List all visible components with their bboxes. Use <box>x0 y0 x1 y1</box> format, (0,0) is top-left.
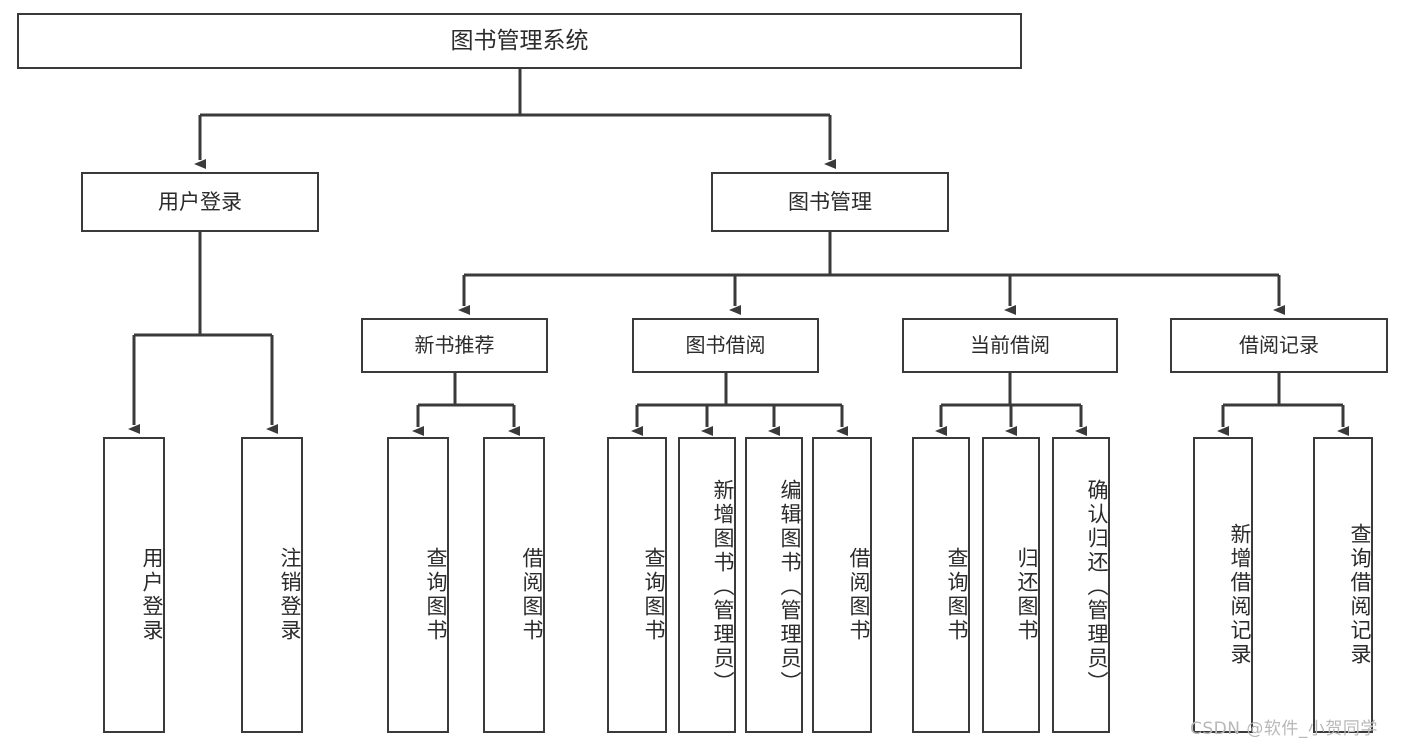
node-leaf-borrow-book-1[interactable]: 借阅图书 <box>483 437 545 733</box>
node-leaf-query-book-3-label: 查询图书 <box>945 547 969 643</box>
node-leaf-borrow-book-2[interactable]: 借阅图书 <box>812 437 872 733</box>
node-leaf-borrow-book-2-label: 借阅图书 <box>847 547 871 643</box>
node-borrow-record-label: 借阅记录 <box>1239 333 1319 357</box>
node-leaf-query-record[interactable]: 查询借阅记录 <box>1313 437 1373 733</box>
node-leaf-query-record-label: 查询借阅记录 <box>1348 523 1372 667</box>
node-new-book-recommend[interactable]: 新书推荐 <box>361 318 548 373</box>
node-root[interactable]: 图书管理系统 <box>17 13 1022 69</box>
node-current-borrow[interactable]: 当前借阅 <box>902 318 1118 373</box>
node-leaf-query-book-1-label: 查询图书 <box>424 547 448 643</box>
node-leaf-confirm-return[interactable]: 确认归还（管理员） <box>1052 437 1110 733</box>
node-leaf-borrow-book-1-label: 借阅图书 <box>520 547 544 643</box>
node-leaf-add-record-label: 新增借阅记录 <box>1228 523 1252 667</box>
node-leaf-user-logout-label: 注销登录 <box>278 547 302 643</box>
node-leaf-return-book[interactable]: 归还图书 <box>982 437 1040 733</box>
node-leaf-query-book-2-label: 查询图书 <box>642 547 666 643</box>
node-leaf-return-book-label: 归还图书 <box>1015 547 1039 643</box>
node-borrow-record[interactable]: 借阅记录 <box>1170 318 1388 373</box>
node-user-login-label: 用户登录 <box>158 189 242 214</box>
node-leaf-query-book-3[interactable]: 查询图书 <box>912 437 970 733</box>
node-new-book-recommend-label: 新书推荐 <box>414 333 495 357</box>
node-book-manage-label: 图书管理 <box>788 189 872 214</box>
node-leaf-user-login[interactable]: 用户登录 <box>103 437 165 733</box>
node-book-borrow[interactable]: 图书借阅 <box>632 318 819 373</box>
node-root-label: 图书管理系统 <box>450 27 589 54</box>
node-leaf-query-book-1[interactable]: 查询图书 <box>387 437 449 733</box>
node-leaf-add-book[interactable]: 新增图书（管理员） <box>678 437 736 733</box>
node-leaf-add-record[interactable]: 新增借阅记录 <box>1193 437 1253 733</box>
node-current-borrow-label: 当前借阅 <box>970 333 1050 357</box>
node-leaf-confirm-return-label: 确认归还（管理员） <box>1085 479 1109 695</box>
node-book-borrow-label: 图书借阅 <box>685 333 766 357</box>
node-leaf-user-login-label: 用户登录 <box>140 547 164 643</box>
node-leaf-user-logout[interactable]: 注销登录 <box>241 437 303 733</box>
node-book-manage[interactable]: 图书管理 <box>711 172 949 232</box>
node-leaf-add-book-label: 新增图书（管理员） <box>711 479 735 695</box>
node-leaf-query-book-2[interactable]: 查询图书 <box>607 437 667 733</box>
node-leaf-edit-book-label: 编辑图书（管理员） <box>778 479 802 695</box>
node-leaf-edit-book[interactable]: 编辑图书（管理员） <box>745 437 803 733</box>
node-user-login[interactable]: 用户登录 <box>81 172 319 232</box>
